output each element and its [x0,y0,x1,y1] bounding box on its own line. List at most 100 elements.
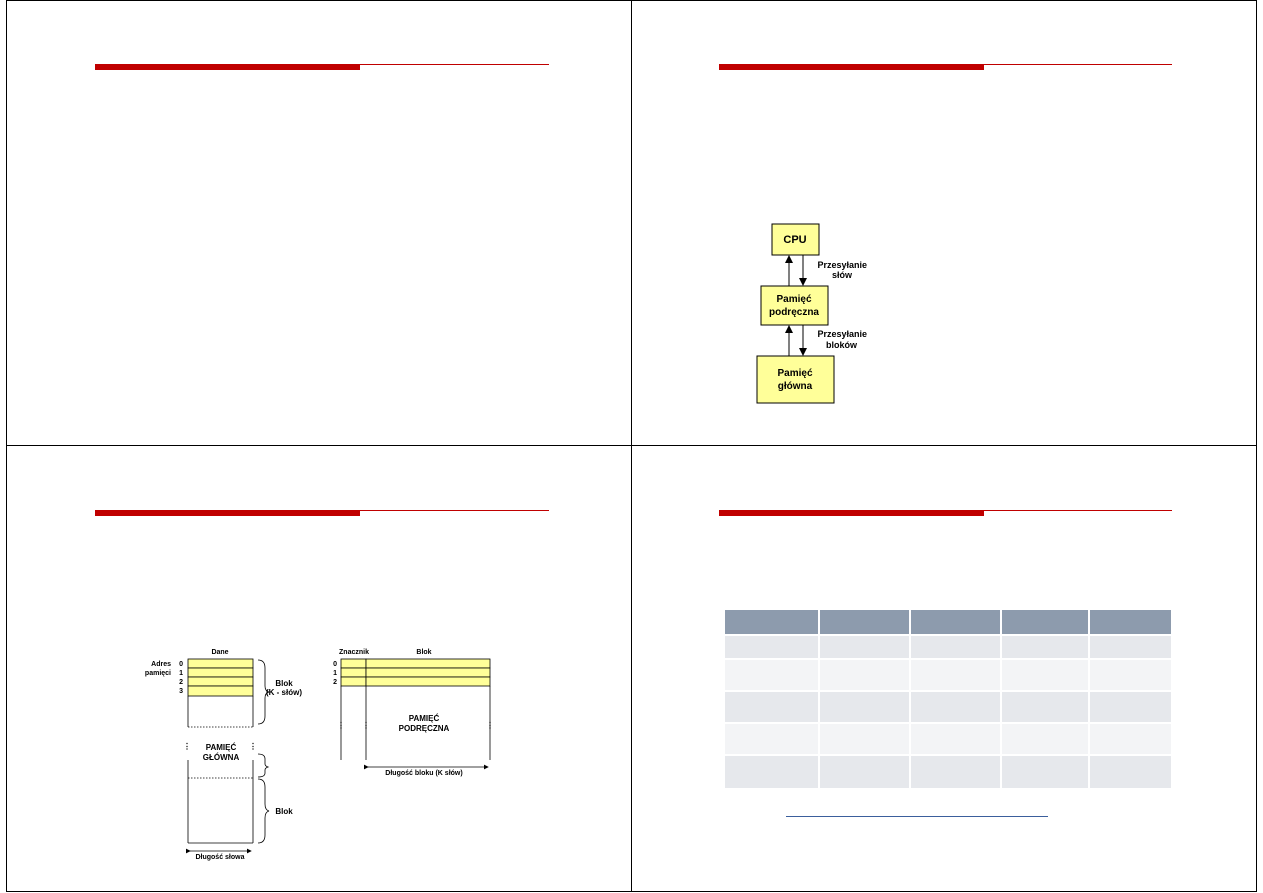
main-ellipsis-left: ⋮ [183,742,191,751]
brace-block-k [257,659,270,725]
slide-2: CPU Pamięć podręczna Pamięć główna Przes… [631,0,1257,446]
cache-hierarchy-diagram: CPU Pamięć podręczna Pamięć główna Przes… [756,223,867,404]
title-bar-accent [95,510,360,516]
table-cell [1089,660,1171,692]
cache-memory-label-1: PAMIĘĆ [409,714,440,723]
title-bar-accent [95,64,360,70]
blok-header-label: Blok [416,649,431,656]
cache-line-0: 0 [333,661,337,668]
cache-block-row-1 [365,667,491,678]
dane-label: Dane [211,649,228,656]
cache-tag-row-2 [340,676,367,687]
cache-line-2: 2 [333,679,337,686]
memory-structure-diagram: Dane Adres pamięci 0 1 2 3 ⋮ ⋮ PAMIĘĆ GŁ… [145,649,494,861]
transfer-words-label-2: słów [832,270,853,280]
cache-memory-label-2: PODRĘCZNA [399,724,450,733]
cache-ellipsis-mid: ⋮ [362,721,370,730]
addr-1: 1 [179,670,183,677]
table-cell [1002,724,1090,756]
main-memory-box [756,355,835,404]
table-row [725,692,1171,724]
addr-3: 3 [179,688,183,695]
hyperlink-underline[interactable] [786,816,1048,817]
table-cell [725,724,821,756]
table-header-cell [1002,610,1090,636]
cache-tag-row-1 [340,667,367,678]
brace-block [257,778,270,844]
blok-k-label-1: Blok [275,679,293,688]
cache-ellipsis-left: ⋮ [337,721,345,730]
table-cell [1002,636,1090,660]
cache-block-row-2 [365,676,491,687]
table-cell [725,756,821,788]
table-cell [1089,756,1171,788]
table-cell [725,660,821,692]
table-cell [1002,660,1090,692]
cache-ellipsis-right: ⋮ [486,721,494,730]
adres-label-1: Adres [151,661,171,668]
table-header-cell [911,610,1003,636]
cache-label-1: Pamięć [776,294,811,305]
table-cell [1089,636,1171,660]
word-length-label: Długość słowa [195,854,244,861]
slide-4 [631,445,1257,892]
table-cell [1089,692,1171,724]
main-memory-label-2: główna [778,381,813,392]
blok-label: Blok [275,807,293,816]
main-ellipsis-right: ⋮ [249,742,257,751]
brace-small [257,753,270,778]
table-header-row [725,610,1171,636]
main-memory-label-1: PAMIĘĆ [206,743,237,752]
table-cell [820,756,912,788]
cpu-box [771,223,820,256]
main-memory-label-1: Pamięć [777,368,812,379]
table-cell [911,756,1003,788]
cache-tag-row-0 [340,658,367,669]
title-bar-line [984,64,1172,65]
main-word-row-1 [187,667,254,678]
table-row [725,636,1171,660]
cache-line-1: 1 [333,670,337,677]
addr-2: 2 [179,679,183,686]
table-row [725,724,1171,756]
transfer-blocks-label-2: bloków [826,340,858,350]
cache-box [760,285,829,326]
table-cell [911,660,1003,692]
table-cell [725,636,821,660]
table-row [725,756,1171,788]
table-cell [820,636,912,660]
transfer-words-label-1: Przesyłanie [817,260,867,270]
cache-label-2: podręczna [769,307,819,318]
block-length-label: Długość bloku (K słów) [385,770,462,777]
data-table [725,610,1171,788]
main-word-row-0 [187,658,254,669]
table-cell [911,636,1003,660]
table-cell [820,692,912,724]
main-memory-label-2: GŁÓWNA [203,753,240,762]
table-cell [820,660,912,692]
addr-0: 0 [179,661,183,668]
table-cell [1089,724,1171,756]
slide-3: Dane Adres pamięci 0 1 2 3 ⋮ ⋮ PAMIĘĆ GŁ… [6,445,632,892]
main-word-row-3 [187,685,254,697]
table-cell [1002,692,1090,724]
table-cell [911,724,1003,756]
cache-block-row-0 [365,658,491,669]
table-header-cell [820,610,912,636]
table-cell [725,692,821,724]
table-row [725,660,1171,692]
znacznik-label: Znacznik [339,649,369,656]
table-cell [820,724,912,756]
blok-k-label-2: (K - słów) [266,688,302,697]
title-bar-accent [719,510,984,516]
adres-label-2: pamięci [145,670,171,677]
table-header-cell [1089,610,1171,636]
title-bar-line [360,64,549,65]
title-bar-line [360,510,549,511]
main-word-row-2 [187,676,254,687]
slide-1 [6,0,632,446]
cpu-label: CPU [783,234,806,246]
transfer-blocks-label-1: Przesyłanie [817,329,867,339]
title-bar-line [984,510,1172,511]
table-cell [911,692,1003,724]
